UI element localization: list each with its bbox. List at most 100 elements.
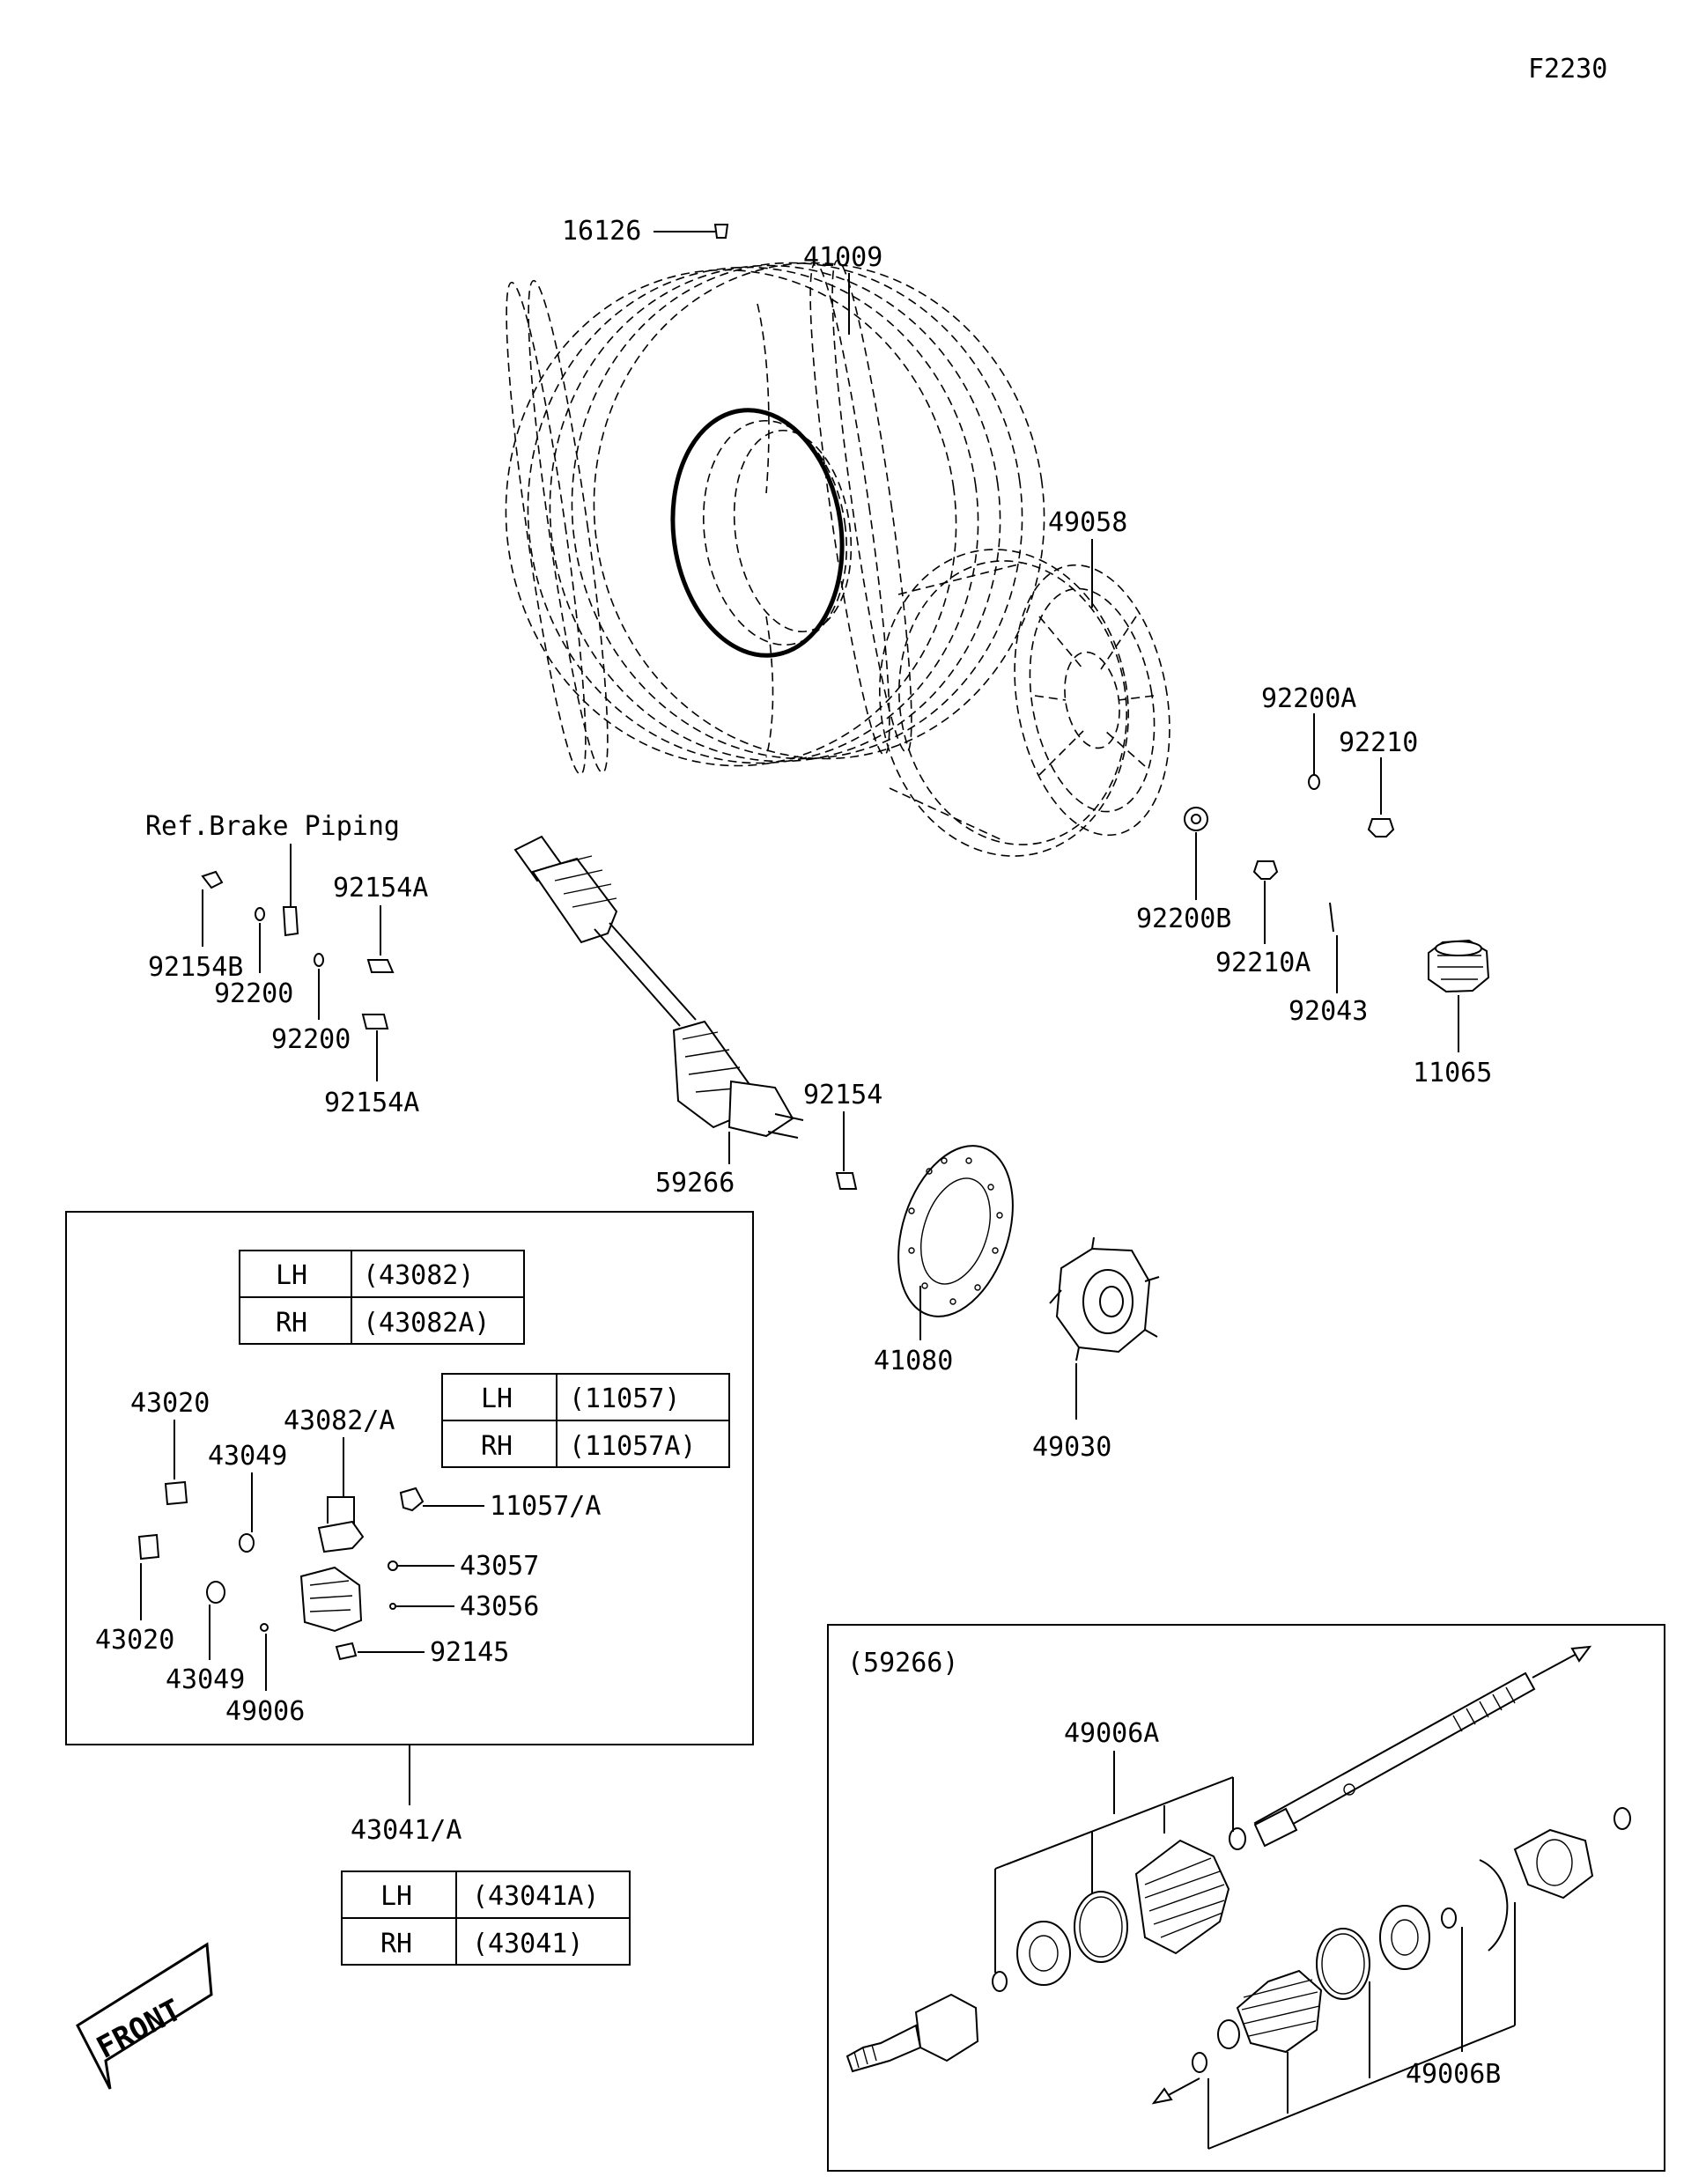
seal-43049-1 <box>239 1533 255 1553</box>
label-92200A: 92200A <box>1261 683 1356 714</box>
sheet-code: F2230 <box>1528 54 1607 85</box>
label-49006A: 49006A <box>1064 1718 1159 1749</box>
table-11057: LH (11057) RH (11057A) <box>441 1373 730 1468</box>
label-43049-1: 43049 <box>208 1441 287 1472</box>
label-43049-2: 43049 <box>166 1664 245 1695</box>
arrowhead-top-right <box>1570 1645 1592 1663</box>
table-43082-r1-c1: (43082A) <box>363 1308 491 1339</box>
label-59266: 59266 <box>655 1168 735 1199</box>
table-43082-r1-c0: RH <box>276 1308 307 1339</box>
table-11057-r1-c0: RH <box>481 1431 513 1462</box>
brake-fitting <box>282 906 299 937</box>
table-43082-r0-c0: LH <box>276 1260 307 1291</box>
bolt-43057 <box>388 1561 398 1571</box>
bolt-92154B <box>201 870 224 889</box>
washer-92200A <box>1308 774 1320 790</box>
label-41080: 41080 <box>874 1346 953 1376</box>
label-92154A-top: 92154A <box>333 873 428 904</box>
label-92154B: 92154B <box>148 952 243 983</box>
label-92210A: 92210A <box>1215 948 1311 978</box>
drive-shaft-inset-box <box>827 1624 1665 2172</box>
table-11057-r0-c1: (11057) <box>569 1383 680 1414</box>
label-92200-1: 92200 <box>214 978 293 1009</box>
table-43041-r0-c1: (43041A) <box>472 1881 600 1912</box>
leader-43082A <box>327 1437 355 1531</box>
label-16126: 16126 <box>562 216 641 247</box>
valve-cap-16126 <box>654 224 729 239</box>
label-92200-2: 92200 <box>271 1024 351 1055</box>
inset-boot-outer <box>1134 1839 1230 1955</box>
inset-boot-band-right <box>1316 1928 1370 2000</box>
inset-snap-ring-mid <box>1441 1907 1457 1929</box>
label-11065: 11065 <box>1413 1058 1492 1088</box>
label-49030: 49030 <box>1032 1432 1111 1463</box>
piston-43020-2 <box>137 1533 160 1561</box>
inset-clamp-ring <box>1229 1827 1246 1850</box>
label-92210: 92210 <box>1339 727 1418 758</box>
washer-92200-1 <box>255 907 265 921</box>
brake-disc-41080 <box>897 1145 1014 1317</box>
cap-11065 <box>1428 939 1490 993</box>
table-43041-r1-c0: RH <box>380 1929 412 1959</box>
label-43041A: 43041/A <box>351 1815 462 1846</box>
label-92145: 92145 <box>430 1637 509 1668</box>
leader-49006B-bracket <box>1207 1902 1516 2150</box>
wheel-49058 <box>879 549 1170 857</box>
bolt-92154 <box>835 1172 858 1190</box>
label-92154: 92154 <box>803 1080 882 1110</box>
label-43057: 43057 <box>460 1551 539 1582</box>
label-43020-1: 43020 <box>130 1388 210 1419</box>
inset-outer-cv-joint <box>846 1993 979 2073</box>
label-92200B: 92200B <box>1136 904 1231 934</box>
washer-92200-2 <box>314 953 324 967</box>
label-ref-brake-piping: Ref.Brake Piping <box>145 811 400 842</box>
inset-cage-bearing-right <box>1379 1905 1430 1970</box>
leader-49006A <box>994 1751 1234 1973</box>
label-43056: 43056 <box>460 1591 539 1622</box>
inset-title: (59266) <box>847 1648 958 1679</box>
piston-43020-1 <box>164 1480 188 1506</box>
bolt-92154A-top <box>366 959 395 973</box>
inset-circlip <box>1479 1859 1509 1952</box>
nut-92210 <box>1367 818 1395 837</box>
caliper-body <box>299 1566 363 1633</box>
inset-boot-band-left-inner <box>1079 1896 1123 1958</box>
inset-snap-ring-right <box>1613 1807 1631 1830</box>
label-43020-2: 43020 <box>95 1625 174 1656</box>
oring-49006 <box>260 1623 269 1632</box>
table-11057-r0-c0: LH <box>481 1383 513 1414</box>
inset-cage-bearing-left <box>1016 1921 1071 1986</box>
pin-43056 <box>389 1603 396 1610</box>
label-49058: 49058 <box>1048 507 1127 538</box>
washer-92200B-hole <box>1191 814 1201 824</box>
cotter-pin-92043 <box>1329 902 1334 933</box>
inset-axle-shaft <box>1253 1671 1536 1848</box>
label-49006: 49006 <box>225 1696 305 1727</box>
inset-boot-band-left <box>1074 1891 1128 1963</box>
brake-pads-43082 <box>317 1520 365 1553</box>
table-43082-r0-c1: (43082) <box>363 1260 474 1291</box>
bolt-92154A-bot <box>361 1014 389 1029</box>
hub-49030 <box>1049 1236 1160 1361</box>
seal-43049-2 <box>206 1581 225 1604</box>
bracket-11057 <box>399 1487 425 1512</box>
table-43041-r0-c0: LH <box>380 1881 412 1912</box>
label-92043: 92043 <box>1289 996 1368 1027</box>
caliper-assembly-box <box>65 1211 754 1745</box>
table-43041: LH (43041A) RH (43041) <box>341 1870 631 1966</box>
inset-boot-inner <box>1217 1969 1323 2054</box>
tire-41009 <box>505 259 1045 776</box>
front-direction-arrow: FRONT <box>76 1942 213 2090</box>
inset-inner-cv-joint <box>1513 1828 1594 1900</box>
table-43041-r1-c1: (43041) <box>472 1929 583 1959</box>
arrowhead-bottom-left <box>1151 2087 1173 2105</box>
label-11057A: 11057/A <box>490 1491 601 1522</box>
table-11057-r1-c1: (11057A) <box>569 1431 697 1462</box>
table-43082: LH (43082) RH (43082A) <box>239 1250 525 1345</box>
bolt-92145 <box>335 1642 358 1661</box>
label-49006B: 49006B <box>1406 2059 1501 2090</box>
drive-shaft-59266 <box>513 835 804 1139</box>
inset-boot-band-right-inner <box>1321 1933 1365 1995</box>
